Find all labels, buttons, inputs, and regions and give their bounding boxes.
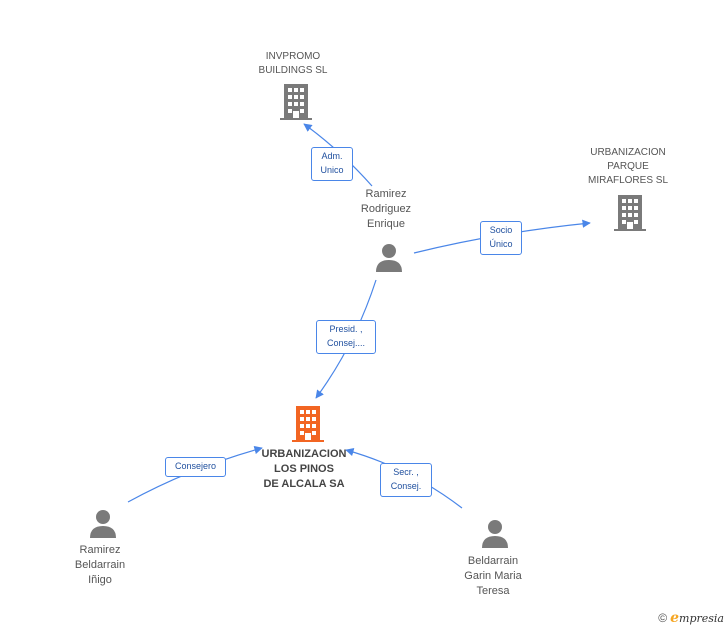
brand-footer: ©empresia xyxy=(658,610,724,626)
label-line: Iñigo xyxy=(88,574,112,586)
person-icon[interactable] xyxy=(88,508,118,538)
label-line: DE ALCALA SA xyxy=(263,478,345,490)
label-line: LOS PINOS xyxy=(274,463,334,475)
label-line: URBANIZACION xyxy=(261,448,347,460)
label-line: Enrique xyxy=(367,218,405,230)
edge-label-line: Unico xyxy=(320,165,344,175)
building-icon[interactable] xyxy=(280,84,312,120)
label-line: BUILDINGS SL xyxy=(258,65,328,76)
label-line: Ramirez xyxy=(79,544,121,556)
edge-label-line: Adm. xyxy=(321,151,343,161)
copyright-symbol: © xyxy=(658,611,668,625)
brand-logo-initial: e xyxy=(670,610,680,626)
label-line: Beldarrain xyxy=(74,559,126,571)
edge-label-line: Socio xyxy=(489,225,513,235)
person-icon[interactable] xyxy=(374,242,404,272)
edge-label-line: Secr. , xyxy=(393,467,419,477)
edge-label-line: Único xyxy=(489,239,513,249)
edge-label-adm-unico[interactable]: Adm. Unico xyxy=(311,147,353,181)
label-line: PARQUE xyxy=(607,161,649,172)
person-icon[interactable] xyxy=(480,518,510,548)
edge-label-socio-unico[interactable]: Socio Único xyxy=(480,221,522,255)
label-line: URBANIZACION xyxy=(590,147,666,158)
brand-logo-text: mpresia xyxy=(679,612,724,625)
node-ramirez-inigo-label: Ramirez Beldarrain Iñigo xyxy=(50,543,150,588)
label-line: Rodriguez xyxy=(360,203,412,215)
edge-label-consejero[interactable]: Consejero xyxy=(165,457,226,477)
label-line: Beldarrain xyxy=(467,555,519,567)
building-icon[interactable] xyxy=(614,195,646,231)
node-invpromo-label: INVPROMO BUILDINGS SL xyxy=(243,50,343,78)
label-line: INVPROMO xyxy=(265,51,321,62)
edge-label-presid[interactable]: Presid. , Consej.... xyxy=(316,320,376,354)
label-line: Ramirez xyxy=(365,188,407,200)
node-ramirez-enrique-label: Ramirez Rodriguez Enrique xyxy=(336,187,436,232)
edge-label-secr[interactable]: Secr. , Consej. xyxy=(380,463,432,497)
label-line: MIRAFLORES SL xyxy=(587,175,669,186)
node-pinos-label: URBANIZACION LOS PINOS DE ALCALA SA xyxy=(254,447,354,492)
edge-label-line: Consej.... xyxy=(326,338,366,348)
edge-label-line: Consej. xyxy=(390,481,422,491)
label-line: Teresa xyxy=(476,585,510,597)
node-beldarrain-label: Beldarrain Garin Maria Teresa xyxy=(443,554,543,599)
edge-label-line: Presid. , xyxy=(329,324,363,334)
label-line: Garin Maria xyxy=(464,570,522,582)
building-icon[interactable] xyxy=(292,406,324,442)
edge-label-line: Consejero xyxy=(174,461,217,471)
node-parque-label: URBANIZACION PARQUE MIRAFLORES SL xyxy=(578,146,678,188)
